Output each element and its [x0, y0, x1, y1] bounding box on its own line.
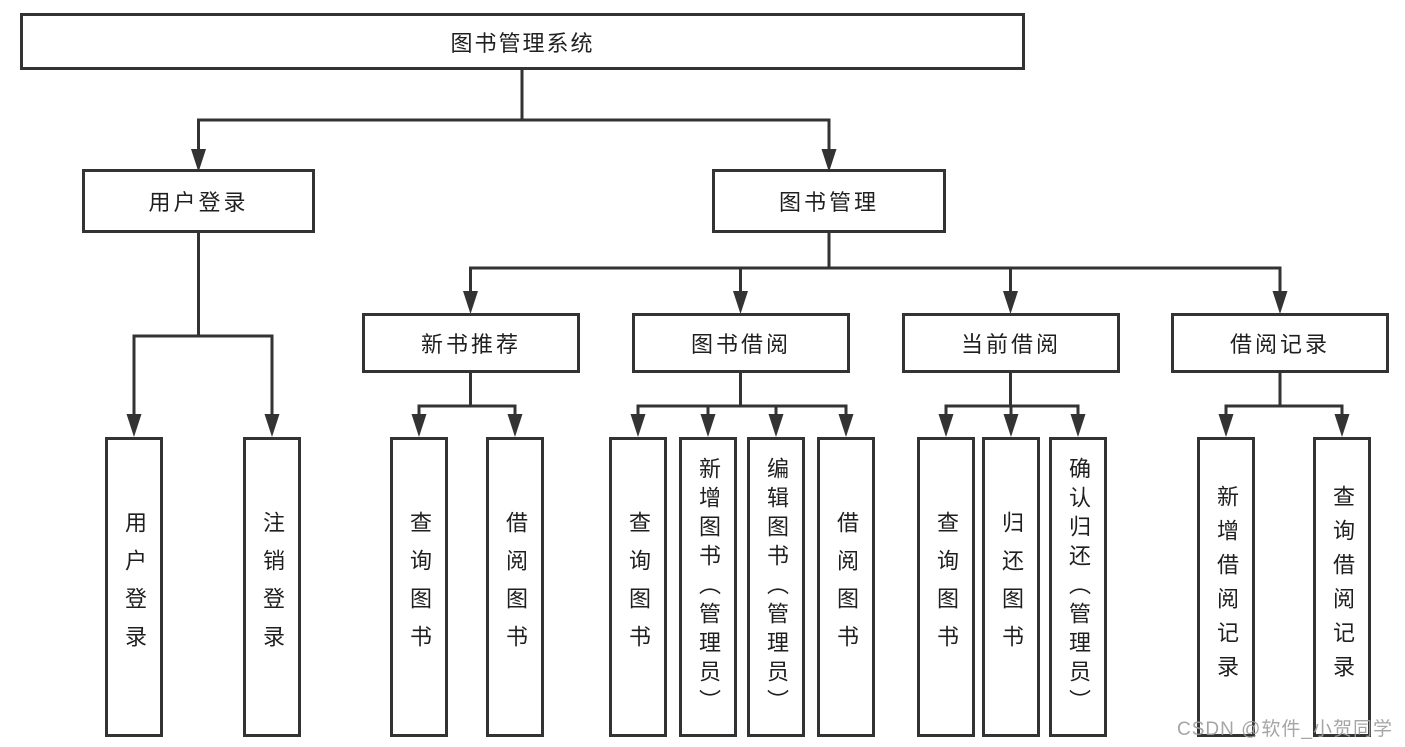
node-book-management: 图书管理	[712, 169, 946, 233]
node-leaf-borrow-books-1-label: 借阅图书	[503, 511, 528, 663]
node-leaf-query-books-3: 查询图书	[917, 437, 975, 737]
csdn-watermark: CSDN @软件_小贺同学	[1177, 719, 1393, 740]
node-leaf-add-borrow-record-label: 新增借阅记录	[1214, 485, 1239, 689]
node-book-borrowing-label: 图书借阅	[690, 332, 791, 357]
node-new-book-recommend-label: 新书推荐	[420, 332, 521, 357]
node-leaf-borrow-books-2: 借阅图书	[817, 437, 875, 737]
node-leaf-edit-books-admin-label: 编辑图书（管理员）	[764, 456, 789, 718]
node-leaf-return-books-label: 归还图书	[999, 511, 1024, 663]
node-borrowing-records-label: 借阅记录	[1229, 332, 1330, 357]
node-root: 图书管理系统	[20, 13, 1025, 70]
node-root-label: 图书管理系统	[450, 30, 595, 56]
node-leaf-query-books-2: 查询图书	[609, 437, 667, 737]
node-user-login-label: 用户登录	[148, 190, 249, 215]
node-leaf-query-borrow-record: 查询借阅记录	[1313, 437, 1371, 737]
node-leaf-user-login: 用户登录	[105, 437, 163, 737]
node-leaf-user-login-label: 用户登录	[122, 511, 147, 663]
node-leaf-query-books-1: 查询图书	[390, 437, 448, 737]
node-leaf-confirm-return-admin-label: 确认归还（管理员）	[1066, 456, 1091, 718]
arrowheads	[126, 149, 1350, 437]
node-leaf-borrow-books-1: 借阅图书	[486, 437, 544, 737]
node-leaf-add-borrow-record: 新增借阅记录	[1197, 437, 1255, 737]
node-current-borrowing-label: 当前借阅	[960, 332, 1061, 357]
node-leaf-query-books-1-label: 查询图书	[407, 511, 432, 663]
node-leaf-query-borrow-record-label: 查询借阅记录	[1330, 485, 1355, 689]
node-leaf-borrow-books-2-label: 借阅图书	[834, 511, 859, 663]
node-leaf-edit-books-admin: 编辑图书（管理员）	[747, 437, 805, 737]
node-book-borrowing: 图书借阅	[632, 313, 850, 373]
node-leaf-confirm-return-admin: 确认归还（管理员）	[1049, 437, 1107, 737]
node-leaf-add-books-admin-label: 新增图书（管理员）	[696, 456, 721, 718]
node-user-login: 用户登录	[82, 169, 315, 233]
node-leaf-return-books: 归还图书	[982, 437, 1040, 737]
node-leaf-query-books-3-label: 查询图书	[934, 511, 959, 663]
node-leaf-add-books-admin: 新增图书（管理员）	[679, 437, 737, 737]
node-leaf-logout-label: 注销登录	[260, 511, 285, 663]
node-leaf-logout: 注销登录	[243, 437, 301, 737]
node-current-borrowing: 当前借阅	[902, 313, 1120, 373]
node-book-management-label: 图书管理	[778, 190, 879, 215]
node-new-book-recommend: 新书推荐	[362, 313, 580, 373]
node-borrowing-records: 借阅记录	[1171, 313, 1389, 373]
node-leaf-query-books-2-label: 查询图书	[626, 511, 651, 663]
